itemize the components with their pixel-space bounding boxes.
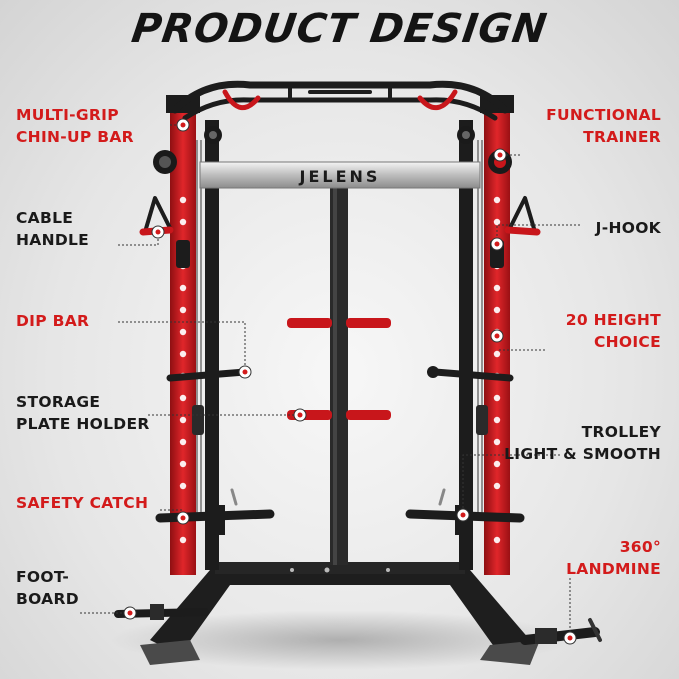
label-storage-plate-holder: STORAGE PLATE HOLDER bbox=[16, 393, 150, 433]
marker-footboard bbox=[123, 606, 137, 620]
cables bbox=[196, 140, 483, 520]
label-j-hook: J-HOOK bbox=[595, 219, 661, 237]
chin-up-bar bbox=[171, 80, 509, 121]
brand-crossbeam bbox=[199, 161, 481, 189]
label-footboard: FOOT- BOARD bbox=[16, 568, 79, 608]
label-landmine: 360° LANDMINE bbox=[566, 538, 661, 578]
rear-posts bbox=[205, 120, 473, 570]
marker-cable-handle bbox=[151, 225, 165, 239]
brand-logo: JELENS bbox=[299, 167, 381, 186]
marker-height-choice bbox=[490, 329, 504, 343]
center-storage-post bbox=[330, 185, 348, 565]
landmine-attachment bbox=[520, 618, 602, 645]
label-height-choice: 20 HEIGHT CHOICE bbox=[565, 311, 661, 351]
cable-carriages bbox=[192, 405, 488, 435]
label-cable-handle: CABLE HANDLE bbox=[16, 209, 90, 249]
floor-shadow bbox=[110, 610, 570, 670]
label-trolley: TROLLEY LIGHT & SMOOTH bbox=[504, 423, 661, 463]
callout-markers bbox=[123, 118, 577, 645]
marker-safety-catch bbox=[176, 511, 190, 525]
marker-dip-bar bbox=[238, 365, 252, 379]
marker-functional-trainer bbox=[493, 148, 507, 162]
label-safety-catch: SAFETY CATCH bbox=[16, 494, 149, 512]
marker-landmine bbox=[563, 631, 577, 645]
label-functional-trainer: FUNCTIONAL TRAINER bbox=[546, 106, 661, 146]
marker-j-hook bbox=[490, 237, 504, 251]
front-red-posts bbox=[166, 95, 514, 575]
callout-lines bbox=[80, 124, 580, 638]
marker-plate-holder bbox=[293, 408, 307, 422]
marker-chin-up-bar bbox=[176, 118, 190, 132]
label-chin-up-bar: MULTI-GRIP CHIN-UP BAR bbox=[16, 106, 134, 146]
marker-trolley bbox=[456, 508, 470, 522]
label-dip-bar: DIP BAR bbox=[16, 312, 90, 330]
base-frame bbox=[140, 562, 540, 665]
